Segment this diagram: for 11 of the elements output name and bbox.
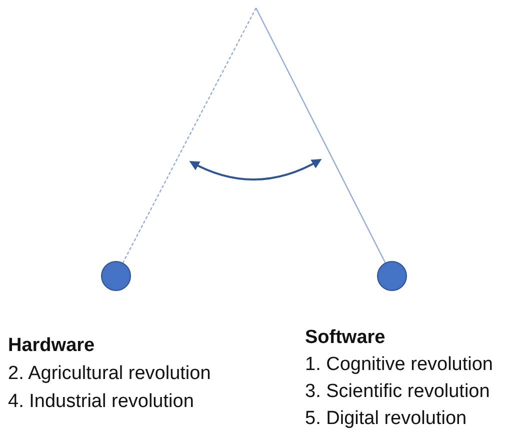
list-item: 4. Industrial revolution (8, 391, 194, 413)
pendulum-bob (377, 261, 407, 291)
list-item: 5. Digital revolution (305, 408, 467, 430)
pendulum-string (255, 8, 386, 263)
list-item: 2. Agricultural revolution (8, 363, 211, 385)
pendulum-string (122, 8, 257, 263)
pendulum-bob (101, 261, 131, 291)
heading: Software (305, 327, 386, 349)
list-item: 3. Scientific revolution (305, 381, 490, 403)
list-item: 1. Cognitive revolution (305, 354, 493, 376)
heading: Hardware (8, 335, 95, 357)
